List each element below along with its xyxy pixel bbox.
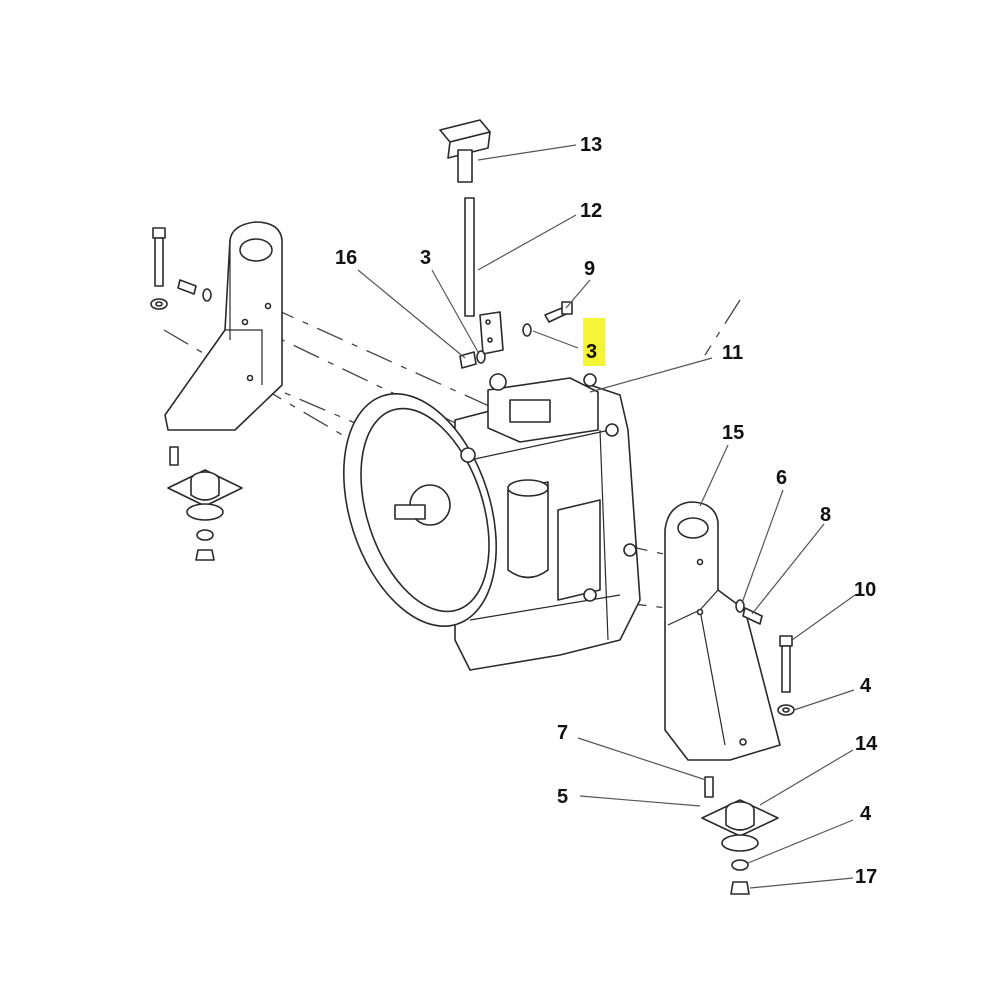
callout-4-upper: 4 bbox=[860, 675, 872, 697]
lever-bolt-and-washer bbox=[522, 301, 573, 337]
callout-11: 11 bbox=[722, 342, 743, 364]
callout-13: 13 bbox=[580, 134, 602, 156]
left-vertical-bolt bbox=[150, 227, 168, 310]
callout-9: 9 bbox=[584, 258, 595, 280]
shift-lever-handle bbox=[439, 119, 491, 183]
right-mount-bracket bbox=[664, 501, 781, 761]
callout-16: 16 bbox=[335, 247, 357, 269]
callout-8: 8 bbox=[820, 504, 831, 526]
callout-15: 15 bbox=[722, 422, 744, 444]
right-rubber-mount bbox=[701, 776, 779, 895]
callout-10: 10 bbox=[854, 579, 876, 601]
callout-7: 7 bbox=[557, 722, 568, 744]
left-horizontal-bolt bbox=[177, 279, 212, 302]
callout-highlight bbox=[583, 318, 605, 366]
callout-17: 17 bbox=[855, 866, 877, 888]
callout-6: 6 bbox=[776, 467, 787, 489]
callout-3-left: 3 bbox=[420, 247, 431, 269]
callout-12: 12 bbox=[580, 200, 602, 222]
callout-labels: 13 12 16 3 9 3 11 15 6 8 10 4 14 7 5 4 1… bbox=[335, 134, 878, 888]
callout-3-highlighted: 3 bbox=[586, 341, 597, 363]
callout-14: 14 bbox=[855, 733, 878, 755]
callout-5: 5 bbox=[557, 786, 568, 808]
callout-4-lower: 4 bbox=[860, 803, 872, 825]
callout-leader-lines bbox=[357, 144, 856, 889]
lever-nut-and-washer bbox=[459, 350, 486, 369]
right-side-bolt bbox=[735, 599, 763, 625]
gearbox-housing bbox=[342, 373, 641, 671]
right-vertical-bolt bbox=[777, 635, 795, 716]
left-rubber-mount bbox=[167, 446, 243, 561]
left-mount-bracket bbox=[164, 221, 283, 431]
shift-lever-rod bbox=[464, 197, 504, 355]
